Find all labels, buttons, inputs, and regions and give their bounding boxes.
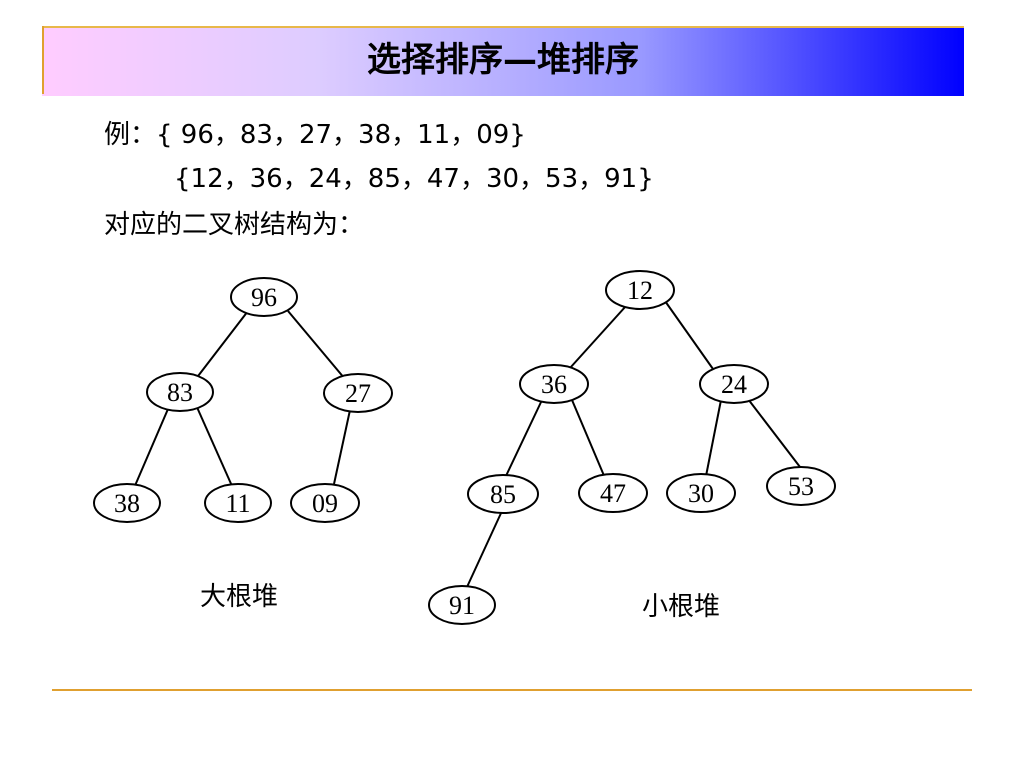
max-node-2: 27 xyxy=(323,373,393,413)
edge-12-24 xyxy=(664,300,714,370)
min-node-6: 53 xyxy=(766,466,836,506)
slide-title: 选择排序—堆排序 xyxy=(367,40,639,80)
title-bar-accent xyxy=(42,26,44,94)
min-node-value: 53 xyxy=(788,472,814,501)
max-node-value: 11 xyxy=(225,489,250,518)
min-node-5: 30 xyxy=(666,473,736,513)
min-node-2: 24 xyxy=(699,364,769,404)
min-node-3: 85 xyxy=(467,474,539,514)
edge-83-11 xyxy=(195,404,233,487)
edge-83-38 xyxy=(133,408,169,489)
edge-96-27 xyxy=(287,310,346,380)
edge-96-83 xyxy=(194,310,249,381)
max-node-value: 96 xyxy=(251,283,277,312)
min-node-value: 24 xyxy=(721,370,747,399)
max-node-value: 38 xyxy=(114,489,140,518)
min-node-0: 12 xyxy=(605,270,675,310)
bottom-divider xyxy=(52,689,972,691)
min-node-7: 91 xyxy=(428,585,496,625)
min-heap-label: 小根堆 xyxy=(642,592,721,622)
min-node-value: 36 xyxy=(541,370,567,399)
edge-24-53 xyxy=(747,398,801,468)
min-heap-nodes: 12 36 24 85 47 30 53 91 xyxy=(428,270,836,625)
max-node-value: 27 xyxy=(345,379,371,408)
max-heap-label: 大根堆 xyxy=(200,582,279,612)
max-node-5: 09 xyxy=(290,483,360,523)
max-node-4: 11 xyxy=(204,483,272,523)
min-node-4: 47 xyxy=(578,473,648,513)
example-line-2: {12，36，24，85，47，30，53，91} xyxy=(174,164,654,194)
min-node-value: 12 xyxy=(627,276,653,305)
edge-27-09 xyxy=(333,409,351,485)
max-node-0: 96 xyxy=(230,277,298,317)
edge-12-36 xyxy=(569,305,627,369)
title-bar xyxy=(42,26,964,96)
max-heap-nodes: 96 83 27 38 11 09 xyxy=(93,277,393,523)
example-line-1: 例：{ 96，83，27，38，11，09} xyxy=(104,120,526,150)
edge-36-47 xyxy=(571,399,606,479)
min-node-value: 91 xyxy=(449,591,475,620)
min-node-value: 30 xyxy=(688,479,714,508)
edge-85-91 xyxy=(466,510,503,588)
min-node-1: 36 xyxy=(519,364,589,404)
max-node-value: 83 xyxy=(167,378,193,407)
min-heap-edges xyxy=(466,300,801,588)
min-node-value: 47 xyxy=(600,479,626,508)
max-node-value: 09 xyxy=(312,489,338,518)
max-heap-edges xyxy=(133,310,351,489)
min-node-value: 85 xyxy=(490,480,516,509)
edge-24-30 xyxy=(705,399,722,477)
edge-36-85 xyxy=(504,399,543,479)
max-node-1: 83 xyxy=(146,372,214,412)
example-line-3: 对应的二叉树结构为： xyxy=(104,210,365,240)
max-node-3: 38 xyxy=(93,483,161,523)
